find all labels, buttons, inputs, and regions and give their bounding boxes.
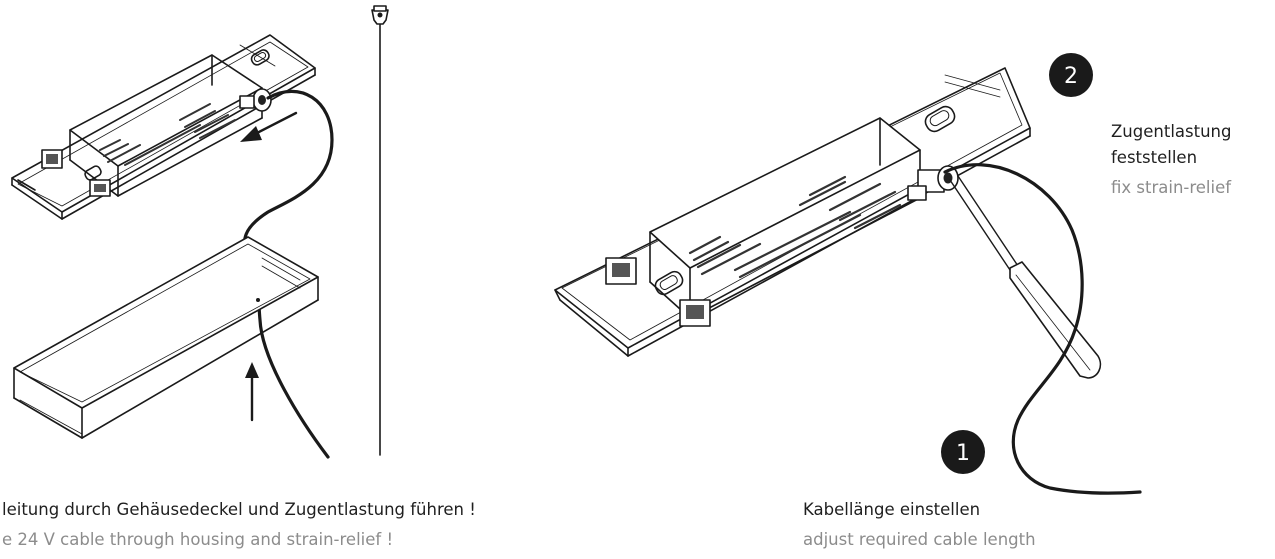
caption-step2-english: fix strain-relief (1111, 178, 1232, 197)
caption-step1-german: Kabellänge einstellen (803, 500, 981, 519)
caption-step2-german-line1: Zugentlastung (1111, 122, 1232, 141)
suspension-wire (371, 5, 389, 456)
cable-left (242, 89, 334, 459)
housing-cover (13, 236, 319, 439)
screwdriver (949, 175, 1102, 379)
step-2-number: 2 (1064, 64, 1078, 89)
step-2-badge: 2 (1049, 53, 1093, 97)
caption-left-english: e 24 V cable through housing and strain-… (2, 530, 394, 549)
step-1-number: 1 (956, 441, 970, 466)
step-1-badge: 1 (941, 430, 985, 474)
arrow-into-strain-relief (240, 111, 298, 142)
caption-step2-german-line2: feststellen (1111, 148, 1198, 167)
caption-left-german: leitung durch Gehäusedeckel und Zugentla… (2, 500, 476, 519)
cable-right (943, 163, 1142, 495)
mounting-plate-left (11, 34, 316, 220)
caption-step1-english: adjust required cable length (803, 530, 1036, 549)
mounting-plate-right (554, 67, 1031, 357)
arrow-up (245, 362, 259, 422)
